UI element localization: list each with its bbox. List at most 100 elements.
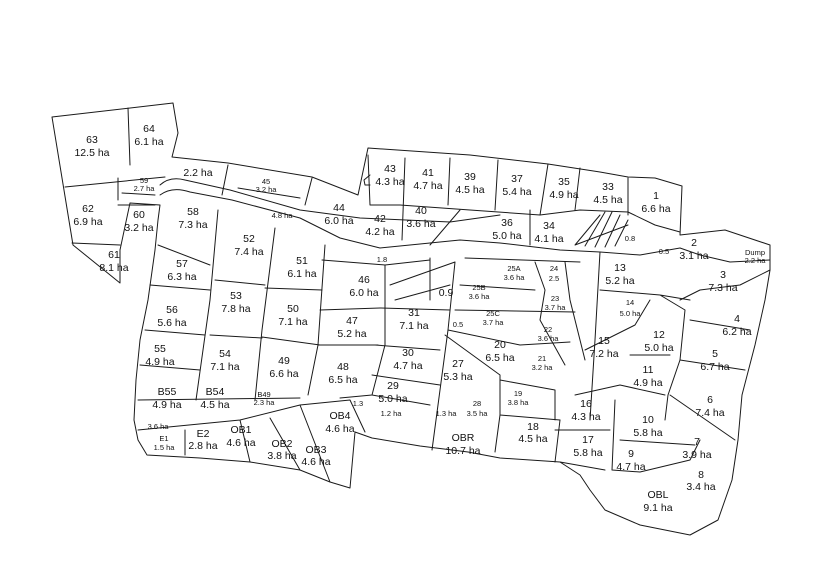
parcel-number: 52 — [243, 233, 255, 245]
parcel-label: 365.0 ha — [492, 217, 521, 242]
parcel-number: 62 — [82, 203, 94, 215]
boundary-line — [447, 257, 581, 346]
parcel-area: 0.9 — [439, 287, 454, 299]
parcel-number: E1 — [159, 434, 168, 443]
parcel-label: 603.2 ha — [124, 209, 153, 234]
parcel-number: 28 — [473, 399, 481, 408]
parcel-label: 135.2 ha — [605, 262, 634, 287]
boundary-line — [137, 399, 366, 483]
parcel-area: 5.6 ha — [157, 317, 186, 329]
parcel-area: 6.2 ha — [722, 326, 751, 338]
parcel-number: 17 — [582, 434, 594, 446]
parcel-area: 7.1 ha — [399, 320, 428, 332]
parcel-number: 41 — [422, 167, 434, 179]
boundary-line — [363, 174, 371, 186]
parcel-number: 14 — [626, 298, 634, 307]
parcel-number: 61 — [108, 249, 120, 261]
parcel-label: 646.1 ha — [134, 123, 163, 148]
boundary-line — [444, 334, 561, 421]
parcel-area: 3.6 ha — [406, 218, 435, 230]
parcel-area: 6.0 ha — [349, 287, 378, 299]
parcel-area: 6.6 ha — [641, 203, 670, 215]
parcel-number: 13 — [614, 262, 626, 274]
parcel-label: 37.3 ha — [708, 269, 737, 294]
parcel-area: 1.3 — [353, 399, 363, 408]
parcel-area: 4.7 ha — [393, 360, 422, 372]
parcel-number: 15 — [598, 335, 610, 347]
parcel-number: 50 — [287, 303, 299, 315]
parcel-number: 18 — [527, 421, 539, 433]
parcel-number: 63 — [86, 134, 98, 146]
parcel-label: 375.4 ha — [502, 173, 531, 198]
parcel-label: 0.9 — [439, 287, 454, 299]
boundary-line — [554, 429, 611, 471]
parcel-number: B49 — [257, 390, 270, 399]
parcel-area: 4.9 ha — [549, 189, 578, 201]
boundary-line — [494, 414, 561, 463]
parcel-area: 7.8 ha — [221, 303, 250, 315]
parcel-area: 10.7 ha — [445, 445, 480, 457]
parcel-label: 317.1 ha — [399, 307, 428, 332]
parcel-area: 6.6 ha — [269, 368, 298, 380]
parcel-area: 0.5 — [453, 320, 463, 329]
parcel-number: 39 — [464, 171, 476, 183]
parcel-area: 4.1 ha — [534, 233, 563, 245]
boundary-line — [64, 176, 166, 188]
parcel-number: 33 — [602, 181, 614, 193]
parcel-number: 42 — [374, 213, 386, 225]
parcel-number: 53 — [230, 290, 242, 302]
boundary-line — [669, 269, 771, 441]
parcel-number: 10 — [642, 414, 654, 426]
parcel-label: 537.8 ha — [221, 290, 250, 315]
parcel-area: 3.6 ha — [538, 334, 560, 343]
parcel-label: 3.6 ha — [148, 422, 170, 431]
parcel-area: 4.9 ha — [633, 377, 662, 389]
parcel-area: 4.8 ha — [272, 211, 294, 220]
parcel-label: 475.2 ha — [337, 315, 366, 340]
parcel-label: 0.8 — [625, 234, 635, 243]
boundary-line — [399, 204, 681, 233]
parcel-number: OBR — [452, 432, 475, 444]
parcel-area: 7.4 ha — [695, 407, 724, 419]
parcel-number: 25C — [486, 309, 500, 318]
parcel-area: 4.5 ha — [518, 433, 547, 445]
parcel-area: 2.8 ha — [188, 440, 217, 452]
boundary-line — [117, 177, 156, 206]
parcel-area: 8.1 ha — [99, 262, 128, 274]
parcel-label: 1.3 — [353, 399, 363, 408]
parcel-label: 354.9 ha — [549, 176, 578, 201]
parcel-area: 6.0 ha — [324, 215, 353, 227]
parcel-label: 73.9 ha — [682, 436, 711, 461]
parcel-label: 587.3 ha — [178, 206, 207, 231]
parcel-number: 51 — [296, 255, 308, 267]
boundary-line — [159, 178, 501, 223]
parcel-label: 453.2 ha — [256, 177, 278, 194]
parcel-label: 1.2 ha — [381, 409, 403, 418]
parcel-number: 11 — [643, 364, 654, 376]
parcel-number: 49 — [278, 355, 290, 367]
boundary-line — [367, 154, 629, 241]
parcel-number: 40 — [415, 205, 427, 217]
parcel-label: 1.3 ha — [436, 409, 458, 418]
parcel-label: 295.0 ha — [378, 380, 407, 405]
parcel-area: 3.1 ha — [679, 250, 708, 262]
parcel-area: 4.3 ha — [571, 411, 600, 423]
parcel-number: OBL — [647, 489, 668, 501]
parcel-area: 4.6 ha — [226, 437, 255, 449]
parcel-area: 3.2 ha — [124, 222, 153, 234]
parcel-number: 21 — [538, 354, 546, 363]
parcel-number: 64 — [143, 123, 155, 135]
parcel-label: 466.0 ha — [349, 274, 378, 299]
parcel-area: 3.7 ha — [545, 303, 567, 312]
parcel-area: 5.0 ha — [620, 309, 642, 318]
parcel-area: 1.3 ha — [436, 409, 458, 418]
parcel-area: 6.9 ha — [73, 216, 102, 228]
parcel-label: 157.2 ha — [589, 335, 618, 360]
